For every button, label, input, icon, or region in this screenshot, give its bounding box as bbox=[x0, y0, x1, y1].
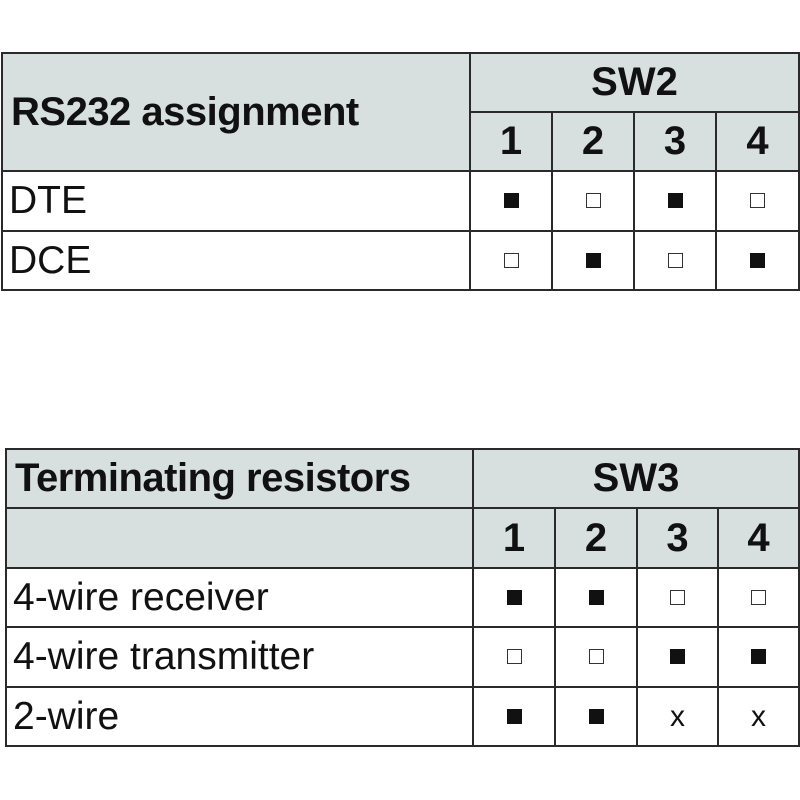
sw2-settings-table: RS232 assignment SW2 1 2 3 4 DTE DCE bbox=[1, 52, 800, 291]
sw2-table-title: RS232 assignment bbox=[1, 52, 471, 172]
switch-state-mark bbox=[670, 649, 685, 665]
table-row: 2-wire x x bbox=[5, 686, 800, 747]
table-row: DTE bbox=[1, 170, 800, 232]
row-label: 2-wire bbox=[5, 686, 474, 747]
switch-state-mark bbox=[751, 589, 766, 605]
row-label: DCE bbox=[1, 230, 471, 291]
header-blank-cell bbox=[5, 507, 474, 569]
switch-state-mark bbox=[751, 649, 766, 665]
row-label: DTE bbox=[1, 170, 471, 232]
switch-state-mark bbox=[670, 589, 685, 605]
switch-state-mark bbox=[503, 252, 519, 268]
table-row: 4-wire receiver bbox=[5, 567, 800, 628]
switch-state-mark bbox=[506, 708, 522, 724]
table-row: 4-wire transmitter bbox=[5, 626, 800, 688]
switch-state-mark bbox=[667, 193, 683, 209]
switch-number: 4 bbox=[717, 507, 800, 569]
row-label: 4-wire transmitter bbox=[5, 626, 474, 688]
switch-number: 4 bbox=[715, 111, 800, 172]
switch-state-mark bbox=[506, 649, 522, 665]
sw2-switch-label: SW2 bbox=[469, 52, 800, 113]
table-row: DCE bbox=[1, 230, 800, 291]
switch-state-mark: x bbox=[670, 699, 685, 733]
row-label: 4-wire receiver bbox=[5, 567, 474, 628]
sw3-settings-table: Terminating resistors SW3 1 2 3 4 4-wire… bbox=[5, 448, 800, 747]
switch-number: 3 bbox=[636, 507, 719, 569]
switch-number: 1 bbox=[472, 507, 556, 569]
switch-number: 1 bbox=[469, 111, 553, 172]
switch-number: 2 bbox=[554, 507, 638, 569]
switch-state-mark: x bbox=[751, 699, 766, 733]
switch-number: 3 bbox=[633, 111, 717, 172]
sw3-table-title: Terminating resistors bbox=[5, 448, 474, 509]
switch-state-mark bbox=[588, 708, 604, 724]
switch-number: 2 bbox=[551, 111, 635, 172]
switch-state-mark bbox=[588, 589, 604, 605]
switch-state-mark bbox=[585, 193, 601, 209]
switch-state-mark bbox=[667, 252, 683, 268]
switch-state-mark bbox=[750, 252, 765, 268]
switch-state-mark bbox=[588, 649, 604, 665]
switch-state-mark bbox=[750, 193, 765, 209]
switch-state-mark bbox=[506, 589, 522, 605]
switch-state-mark bbox=[585, 252, 601, 268]
switch-state-mark bbox=[503, 193, 519, 209]
sw3-switch-label: SW3 bbox=[472, 448, 800, 509]
